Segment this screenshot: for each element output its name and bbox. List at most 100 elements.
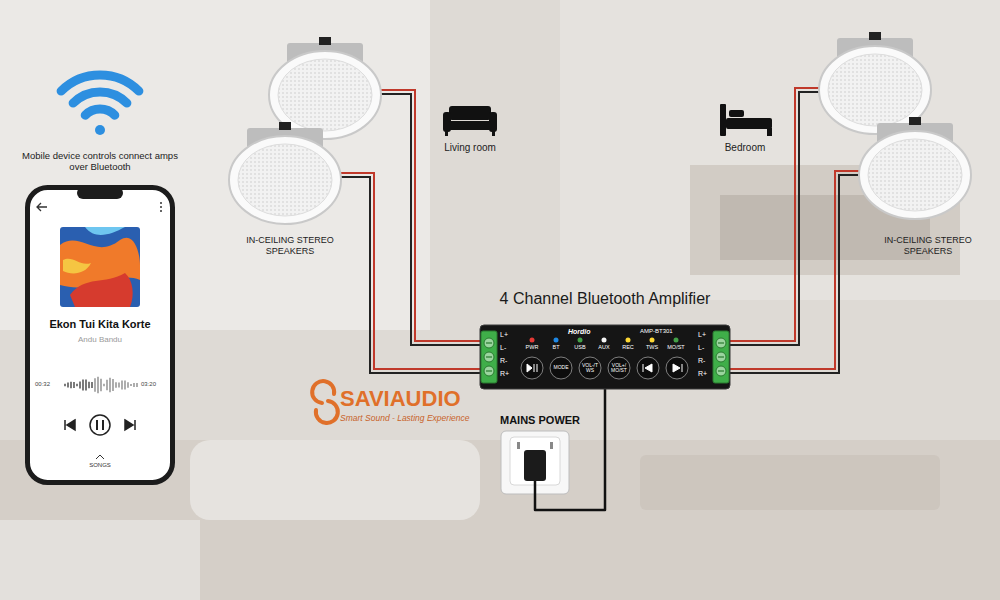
album-art-stroke: [63, 259, 91, 274]
room-background-part: [640, 455, 940, 510]
speaker-wires-part: [728, 175, 862, 373]
power-heading: MAINS POWER: [500, 414, 580, 427]
waveform-bar: [67, 383, 68, 388]
indicator-label: USB: [568, 344, 592, 350]
socket-hole: [517, 442, 520, 449]
next-icon: [673, 364, 682, 372]
ceiling-speaker-part: [229, 136, 341, 224]
terminal-block: [713, 331, 729, 383]
indicator-led: [602, 338, 607, 343]
socket-face: [510, 437, 560, 485]
terminal-label: R+: [500, 370, 509, 378]
bed-icon-part: [729, 110, 744, 117]
indicator-led: [578, 338, 583, 343]
adapter-cord: [534, 481, 537, 495]
button-label: MODE: [553, 365, 570, 370]
terminal-screw: [484, 366, 494, 376]
ceiling-speaker-part: [319, 37, 331, 45]
song-title: Ekon Tui Kita Korte: [25, 318, 175, 331]
terminal-screw: [484, 352, 494, 362]
menu-icon: [160, 202, 162, 204]
bed-icon: [720, 104, 772, 136]
speaker-wires-part: [378, 90, 482, 341]
menu-icon: [160, 206, 162, 208]
sofa-icon-part: [492, 131, 495, 136]
power-outlet: MAINS POWER: [500, 414, 581, 495]
socket-plate: [501, 431, 569, 494]
track-length: 03:20: [141, 381, 156, 388]
speaker-label: IN-CEILING STEREO SPEAKERS: [230, 235, 350, 257]
ceiling-speaker-part: [859, 131, 971, 219]
watermark-logo-part: [316, 401, 338, 423]
previous-icon: [65, 420, 75, 430]
waveform-bar: [133, 383, 134, 387]
ceiling-speaker-part: [278, 59, 372, 131]
terminal-label: R+: [698, 370, 707, 378]
button-label: VOL-/TWS: [582, 363, 599, 374]
control-button: [550, 357, 572, 379]
previous-icon: [643, 364, 652, 372]
speaker-wires-part: [378, 94, 482, 345]
ceiling-speaker: [819, 32, 931, 134]
album-art-stroke: [85, 227, 125, 235]
ceiling-speaker-part: [868, 139, 962, 211]
waveform-bar: [91, 382, 92, 388]
waveform-bar: [118, 383, 119, 388]
sofa-icon-part: [445, 131, 448, 136]
indicator-label: BT: [544, 344, 568, 350]
waveform-bar: [127, 382, 128, 388]
waveform-bar: [103, 384, 104, 386]
ceiling-speaker-part: [819, 46, 931, 134]
speaker-wires-part: [336, 177, 482, 373]
room-background-part: [190, 440, 480, 520]
waveform-bar: [136, 383, 137, 387]
back-icon: [37, 203, 47, 211]
indicator-led: [650, 338, 655, 343]
amplifier: 4 Channel Bluetooth AmplifierHordioAMP-B…: [475, 290, 735, 389]
terminal-screw: [484, 338, 494, 348]
waveform-bar: [64, 384, 65, 387]
watermark-tagline: Smart Sound - Lasting Experience: [340, 413, 469, 423]
terminal-screw: [716, 338, 726, 348]
waveform-bar: [88, 382, 89, 388]
waveform-bar: [79, 382, 80, 389]
waveform-bar: [100, 379, 101, 392]
screw-slot: [486, 356, 492, 357]
waveform-bar: [115, 382, 116, 388]
album-art-ground: [60, 227, 140, 307]
bed-icon-part: [720, 104, 726, 136]
amplifier-heading: 4 Channel Bluetooth Amplifier: [475, 290, 735, 308]
control-button: [579, 357, 601, 379]
screw-slot: [718, 356, 724, 357]
waveform: [65, 377, 137, 394]
ceiling-speaker-part: [269, 51, 381, 139]
control-button: [521, 357, 543, 379]
terminal-block: [481, 331, 497, 383]
waveform-bar: [76, 384, 77, 386]
chevron-icon: [96, 455, 104, 459]
ceiling-speaker-part: [909, 117, 921, 125]
power-adapter: [524, 450, 546, 481]
phone-notch: [77, 187, 123, 199]
screw-slot: [486, 370, 492, 371]
indicator-led: [554, 338, 559, 343]
next-icon: [125, 420, 135, 430]
terminal-label: L+: [500, 331, 508, 339]
indicator-label: TWS: [640, 344, 664, 350]
pause-button: [90, 415, 110, 435]
speaker-label: IN-CEILING STEREO SPEAKERS: [868, 235, 988, 257]
waveform-bar: [121, 381, 122, 390]
waveform-bar: [130, 384, 131, 386]
smartphone: Ekon Tui Kita KorteAndu Bandu00:3203:20S…: [25, 185, 175, 485]
play-pause-icon: [527, 364, 537, 372]
ceiling-speaker-part: [279, 122, 291, 130]
room-background-part: [0, 520, 200, 600]
screw-slot: [718, 342, 724, 343]
model-number: AMP-BT301: [640, 328, 673, 335]
waveform-bar: [109, 378, 110, 392]
terminal-label: L+: [698, 331, 706, 339]
screw-slot: [718, 370, 724, 371]
ceiling-speaker-part: [238, 144, 332, 216]
